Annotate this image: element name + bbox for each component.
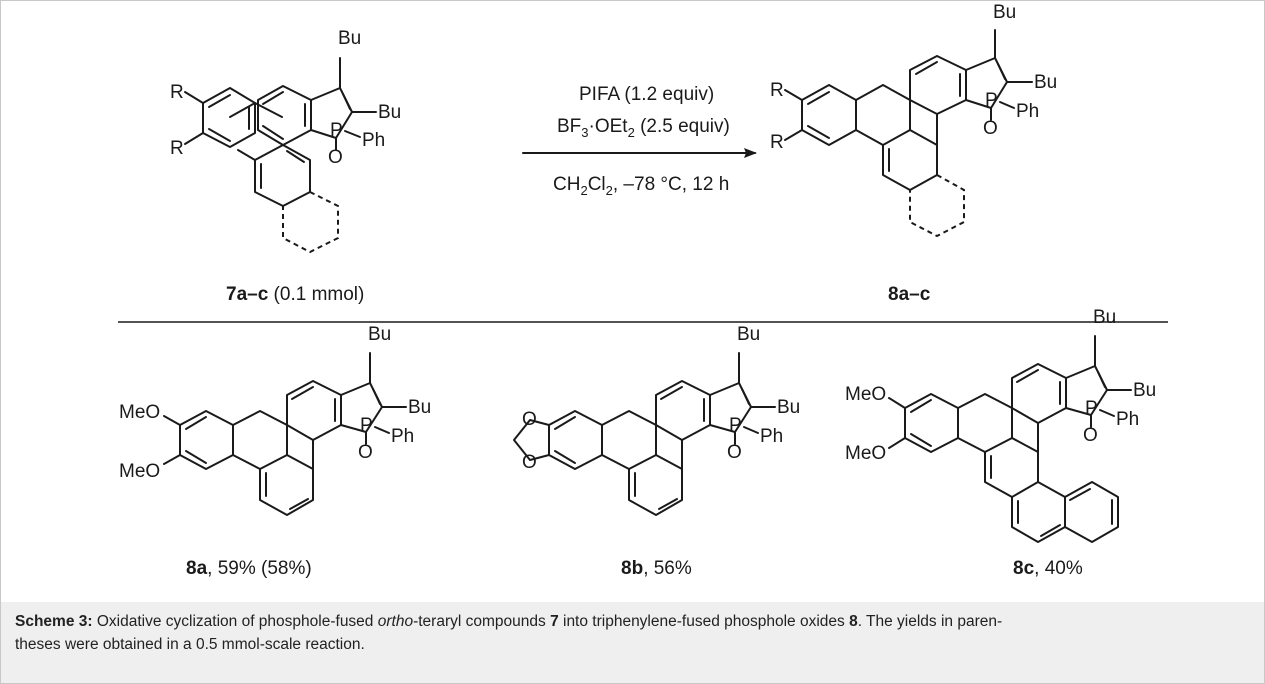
meo-label: MeO	[845, 443, 886, 464]
caption-compound-ref: 7	[550, 613, 559, 630]
bu-label: Bu	[408, 397, 431, 418]
example-8c-label: 8c, 40%	[1013, 558, 1083, 579]
reagent-line-1: PIFA (1.2 equiv)	[579, 84, 714, 105]
caption-text: -teraryl compounds	[413, 613, 551, 630]
phosphorus-label: P	[1085, 398, 1098, 419]
r-label: R	[770, 132, 784, 153]
oxygen-label: O	[1083, 425, 1098, 446]
caption-line-2: theses were obtained in a 0.5 mmol-scale…	[15, 636, 365, 653]
bu-label: Bu	[1133, 380, 1156, 401]
structure-8b: Bu Bu P Ph O O O	[513, 324, 800, 516]
bu-label: Bu	[737, 324, 760, 345]
ph-label: Ph	[760, 426, 783, 447]
structure-8c: Bu Bu P Ph O MeO MeO	[845, 307, 1156, 543]
phosphorus-label: P	[985, 90, 998, 111]
meo-label: MeO	[119, 461, 160, 482]
meo-label: MeO	[119, 402, 160, 423]
caption-text: Oxidative cyclization of phosphole-fused	[92, 613, 378, 630]
bu-label: Bu	[338, 28, 361, 49]
oxygen-label: O	[727, 442, 742, 463]
meo-label: MeO	[845, 384, 886, 405]
oxygen-label: O	[983, 118, 998, 139]
r-label: R	[170, 138, 184, 159]
ph-label: Ph	[1116, 409, 1139, 430]
example-8a-label: 8a, 59% (58%)	[186, 558, 312, 579]
product-label: 8a–c	[888, 284, 931, 305]
reaction-conditions: PIFA (1.2 equiv) BF3·OEt2 (2.5 equiv) CH…	[522, 84, 757, 198]
ph-label: Ph	[1016, 101, 1039, 122]
phosphorus-label: P	[330, 120, 343, 141]
scheme-caption: Scheme 3: Oxidative cyclization of phosp…	[1, 602, 1264, 683]
bu-label: Bu	[1034, 72, 1057, 93]
bu-label: Bu	[777, 397, 800, 418]
caption-text: . The yields in paren-	[857, 613, 1003, 630]
r-label: R	[170, 82, 184, 103]
ph-label: Ph	[362, 130, 385, 151]
oxygen-label: O	[522, 409, 537, 430]
oxygen-label: O	[522, 452, 537, 473]
bu-label: Bu	[378, 102, 401, 123]
phosphorus-label: P	[360, 415, 373, 436]
ph-label: Ph	[391, 426, 414, 447]
caption-text: into triphenylene-fused phosphole oxides	[558, 613, 850, 630]
compound-amount: (0.1 mmol)	[268, 284, 364, 305]
product-structure: Bu Bu P Ph O R R	[770, 2, 1057, 238]
bu-label: Bu	[368, 324, 391, 345]
reaction-scheme: Bu Bu P Ph O R R 7a–c (0.1 mmol) PIFA (1…	[118, 2, 1168, 579]
bu-label: Bu	[1093, 307, 1116, 328]
structure-8a: Bu Bu P Ph O MeO MeO	[119, 324, 431, 516]
example-8b-label: 8b, 56%	[621, 558, 692, 579]
compound-id: 7a–c	[226, 284, 269, 305]
caption-line-1: Scheme 3: Oxidative cyclization of phosp…	[15, 610, 1250, 633]
starting-material-structure: Bu Bu P Ph O R R	[170, 28, 401, 254]
r-label: R	[770, 80, 784, 101]
caption-compound-ref: 8	[849, 613, 858, 630]
reagent-line-2: BF3·OEt2 (2.5 equiv)	[557, 116, 730, 140]
oxygen-label: O	[358, 442, 373, 463]
phosphorus-label: P	[729, 415, 742, 436]
bu-label: Bu	[993, 2, 1016, 23]
caption-italic: ortho	[377, 613, 414, 630]
conditions-line: CH2Cl2, –78 °C, 12 h	[553, 174, 729, 198]
arrow-head	[744, 148, 757, 158]
oxygen-label: O	[328, 147, 343, 168]
starting-material-label: 7a–c (0.1 mmol)	[226, 284, 364, 305]
scheme-number: Scheme 3:	[15, 613, 93, 630]
